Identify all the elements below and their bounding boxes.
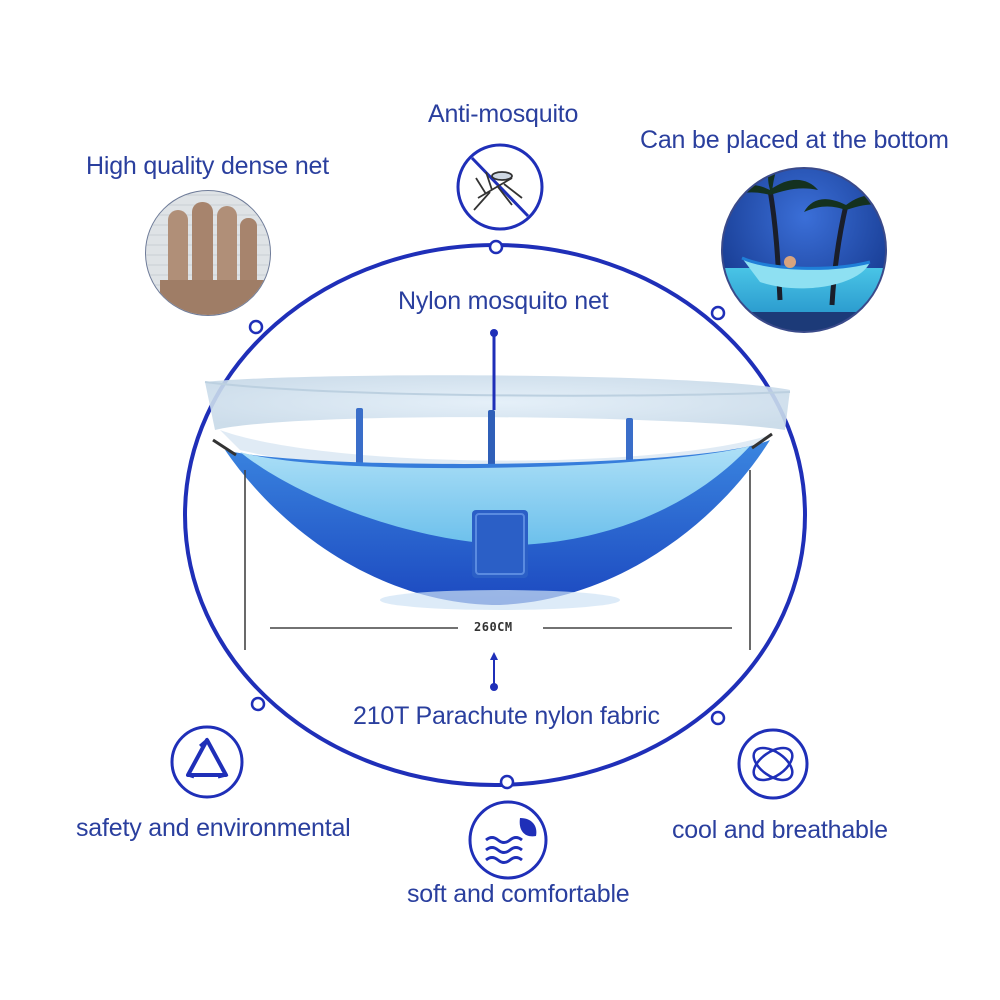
- dimension-label: 260CM: [474, 620, 513, 634]
- dense-net-label: High quality dense net: [86, 152, 329, 180]
- dimension-lines: [244, 470, 751, 650]
- air-flow-icon: [737, 728, 809, 800]
- water-leaf-icon: [468, 800, 548, 880]
- hammock-illustration: [204, 375, 791, 610]
- placed-bottom-label: Can be placed at the bottom: [640, 126, 949, 154]
- safety-label: safety and environmental: [76, 814, 351, 842]
- cool-label: cool and breathable: [672, 816, 888, 844]
- fabric-label: 210T Parachute nylon fabric: [353, 702, 660, 730]
- recycle-icon: [170, 725, 244, 799]
- fabric-pointer-arrow: [490, 652, 498, 691]
- beach-photo: [721, 167, 887, 333]
- oval-nodes: [248, 239, 726, 790]
- soft-label: soft and comfortable: [407, 880, 630, 908]
- nylon-net-label: Nylon mosquito net: [398, 287, 609, 315]
- anti-mosquito-label: Anti-mosquito: [428, 100, 579, 128]
- mosquito-icon: [456, 143, 544, 231]
- dense-net-photo: [145, 190, 271, 316]
